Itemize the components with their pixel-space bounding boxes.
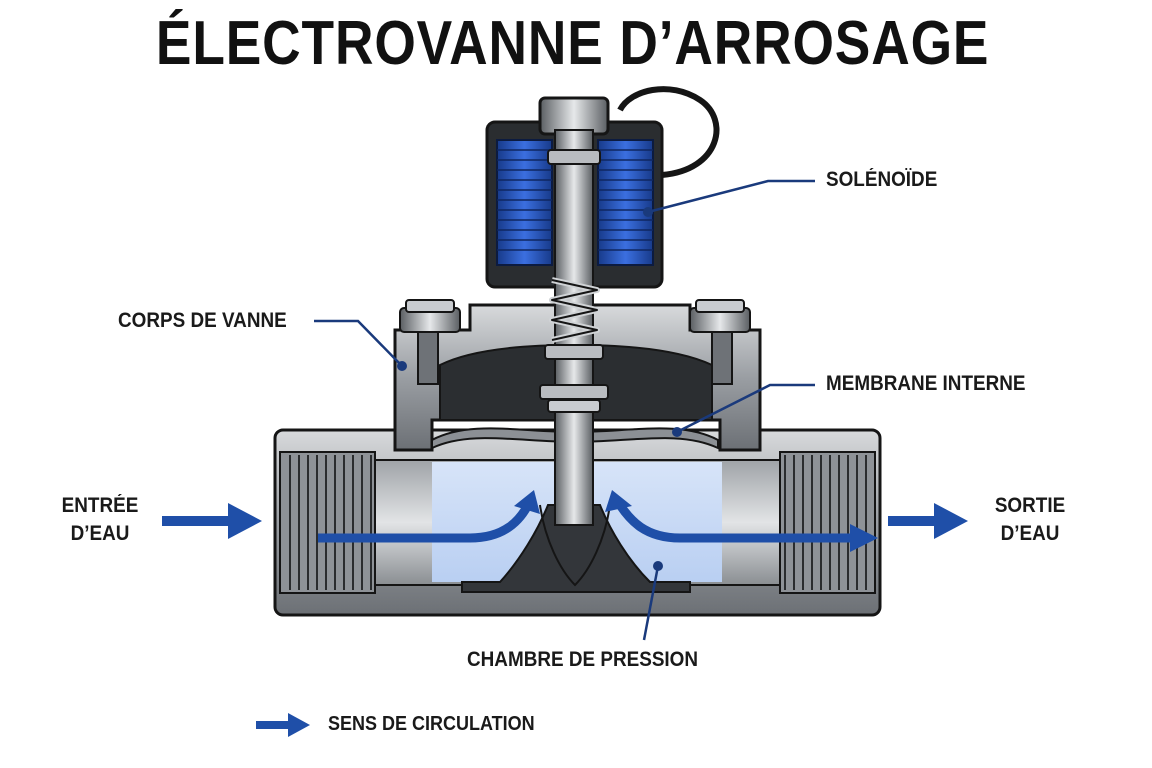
leader-membrane — [676, 383, 815, 434]
leader-lines — [314, 179, 815, 641]
valve-seat — [461, 504, 691, 593]
solenoid-wire — [617, 86, 720, 178]
outlet-thread — [779, 451, 876, 594]
leader-pressure-chamber — [642, 565, 660, 641]
label-pressure-chamber: CHAMBRE DE PRESSION — [467, 648, 699, 671]
inlet-thread — [279, 451, 376, 594]
flow-arrows — [162, 490, 968, 552]
label-inlet-line2: D’EAU — [70, 522, 130, 545]
inlet-arrow — [228, 503, 262, 539]
leader-valve-body — [314, 319, 403, 367]
solenoid — [485, 86, 720, 526]
bolt-left — [399, 299, 461, 385]
legend-arrow-icon — [256, 713, 310, 737]
label-valve-body: CORPS DE VANNE — [118, 309, 287, 332]
label-membrane: MEMBRANE INTERNE — [826, 372, 1026, 395]
bolt-right — [689, 299, 751, 385]
label-outlet-line2: D’EAU — [1000, 522, 1060, 545]
label-outlet-line1: SORTIE — [994, 494, 1066, 517]
legend-flow-direction: SENS DE CIRCULATION — [328, 713, 535, 735]
solenoid-cap — [538, 96, 610, 136]
label-solenoid: SOLÉNOÏDE — [826, 168, 938, 191]
leader-solenoid — [647, 179, 815, 214]
coil-left — [496, 139, 553, 266]
coil-right — [597, 139, 654, 266]
diagram-title: ÉLECTROVANNE D’ARROSAGE — [155, 9, 990, 78]
label-inlet-line1: ENTRÉE — [61, 494, 139, 517]
